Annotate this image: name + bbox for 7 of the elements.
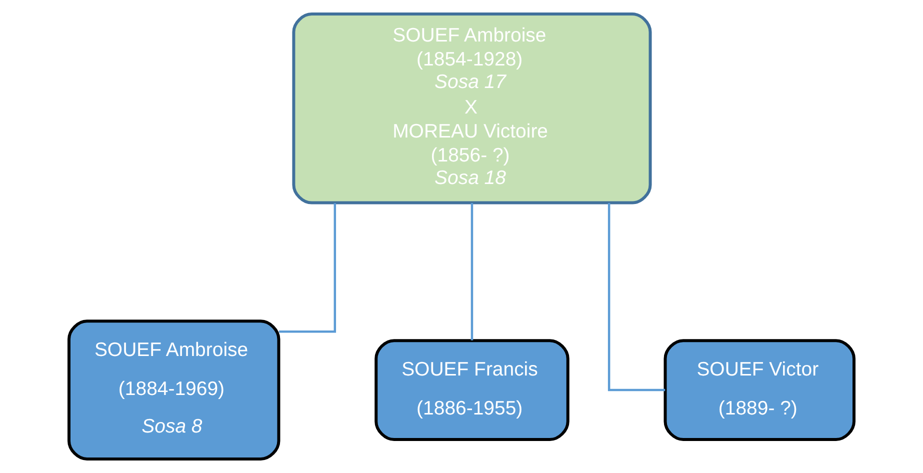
node-box: SOUEF Ambroise (1884-1969) Sosa 8 [68, 320, 280, 460]
connector [608, 202, 666, 392]
node-box: SOUEF Victor (1889- ?) [664, 339, 856, 441]
node-box: SOUEF Ambroise (1854-1928) Sosa 17 X MOREAU Victoire (1856- ?) Sosa 18 [292, 12, 652, 204]
connector [470, 202, 474, 340]
node-box: SOUEF Francis (1886-1955) [374, 339, 570, 441]
connector [279, 203, 336, 333]
